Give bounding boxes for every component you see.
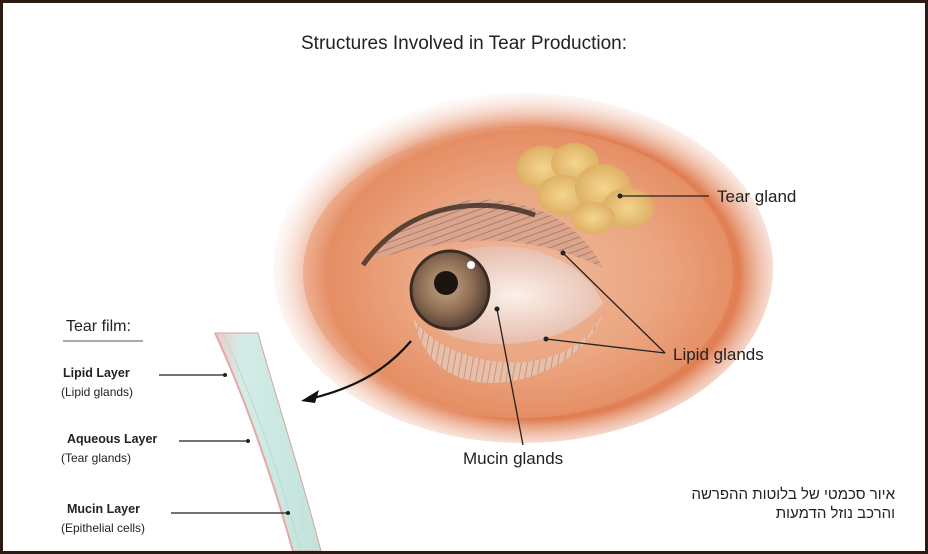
tear-film-heading: Tear film: bbox=[66, 318, 131, 336]
hebrew-caption: איור סכמטי של בלוטות ההפרשה והרכב נוזל ה… bbox=[691, 485, 895, 523]
diagram-title: Structures Involved in Tear Production: bbox=[3, 33, 925, 55]
aqueous-layer-name: Aqueous Layer bbox=[67, 432, 157, 446]
caption-line-1: איור סכמטי של בלוטות ההפרשה bbox=[691, 485, 895, 504]
lipid-layer-source: (Lipid glands) bbox=[61, 385, 133, 399]
pupil bbox=[434, 271, 458, 295]
tear-film-section bbox=[215, 333, 321, 551]
label-mucin-glands: Mucin glands bbox=[463, 449, 563, 469]
lipid-layer-name: Lipid Layer bbox=[63, 366, 130, 380]
mucin-layer-name: Mucin Layer bbox=[67, 502, 140, 516]
label-lipid-glands: Lipid glands bbox=[673, 345, 764, 365]
caption-line-2: והרכב נוזל הדמעות bbox=[691, 504, 895, 523]
label-tear-gland: Tear gland bbox=[717, 187, 796, 207]
mucin-layer-source: (Epithelial cells) bbox=[61, 521, 145, 535]
aqueous-layer-source: (Tear glands) bbox=[61, 451, 131, 465]
